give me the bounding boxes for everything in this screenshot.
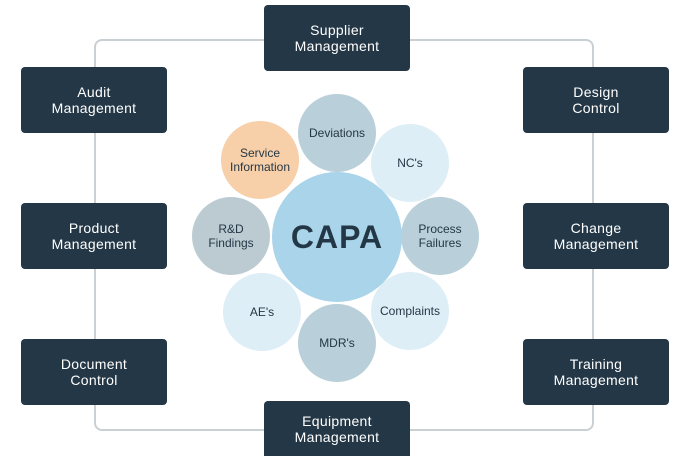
deviations-circle: Deviations: [298, 94, 376, 172]
supplier-management-box: Supplier Management: [264, 5, 410, 71]
product-management-box: Product Management: [21, 203, 167, 269]
process-failures-circle: Process Failures: [401, 197, 479, 275]
capa-center-circle: CAPA: [272, 172, 402, 302]
training-management-box: Training Management: [523, 339, 669, 405]
complaints-circle: Complaints: [371, 272, 449, 350]
rd-findings-label: R&D Findings: [208, 222, 254, 250]
service-information-label: Service Information: [229, 146, 291, 174]
process-failures-label: Process Failures: [418, 222, 462, 250]
document-control-label: Document Control: [60, 356, 128, 388]
aes-circle: AE's: [223, 273, 301, 351]
design-control-label: Design Control: [572, 84, 620, 116]
deviations-label: Deviations: [308, 126, 366, 140]
training-management-label: Training Management: [553, 356, 639, 388]
complaints-label: Complaints: [379, 304, 441, 318]
mdrs-label: MDR's: [319, 336, 355, 350]
capa-label: CAPA: [290, 219, 384, 255]
ncs-label: NC's: [397, 156, 423, 170]
mdrs-circle: MDR's: [298, 304, 376, 382]
audit-management-label: Audit Management: [51, 84, 137, 116]
change-management-box: Change Management: [523, 203, 669, 269]
service-information-circle: Service Information: [221, 121, 299, 199]
product-management-label: Product Management: [51, 220, 137, 252]
rd-findings-circle: R&D Findings: [192, 197, 270, 275]
aes-label: AE's: [249, 305, 275, 319]
supplier-management-label: Supplier Management: [294, 22, 380, 54]
document-control-box: Document Control: [21, 339, 167, 405]
equipment-management-box: Equipment Management: [264, 401, 410, 456]
audit-management-box: Audit Management: [21, 67, 167, 133]
change-management-label: Change Management: [553, 220, 639, 252]
ncs-circle: NC's: [371, 124, 449, 202]
design-control-box: Design Control: [523, 67, 669, 133]
equipment-management-label: Equipment Management: [294, 412, 380, 445]
